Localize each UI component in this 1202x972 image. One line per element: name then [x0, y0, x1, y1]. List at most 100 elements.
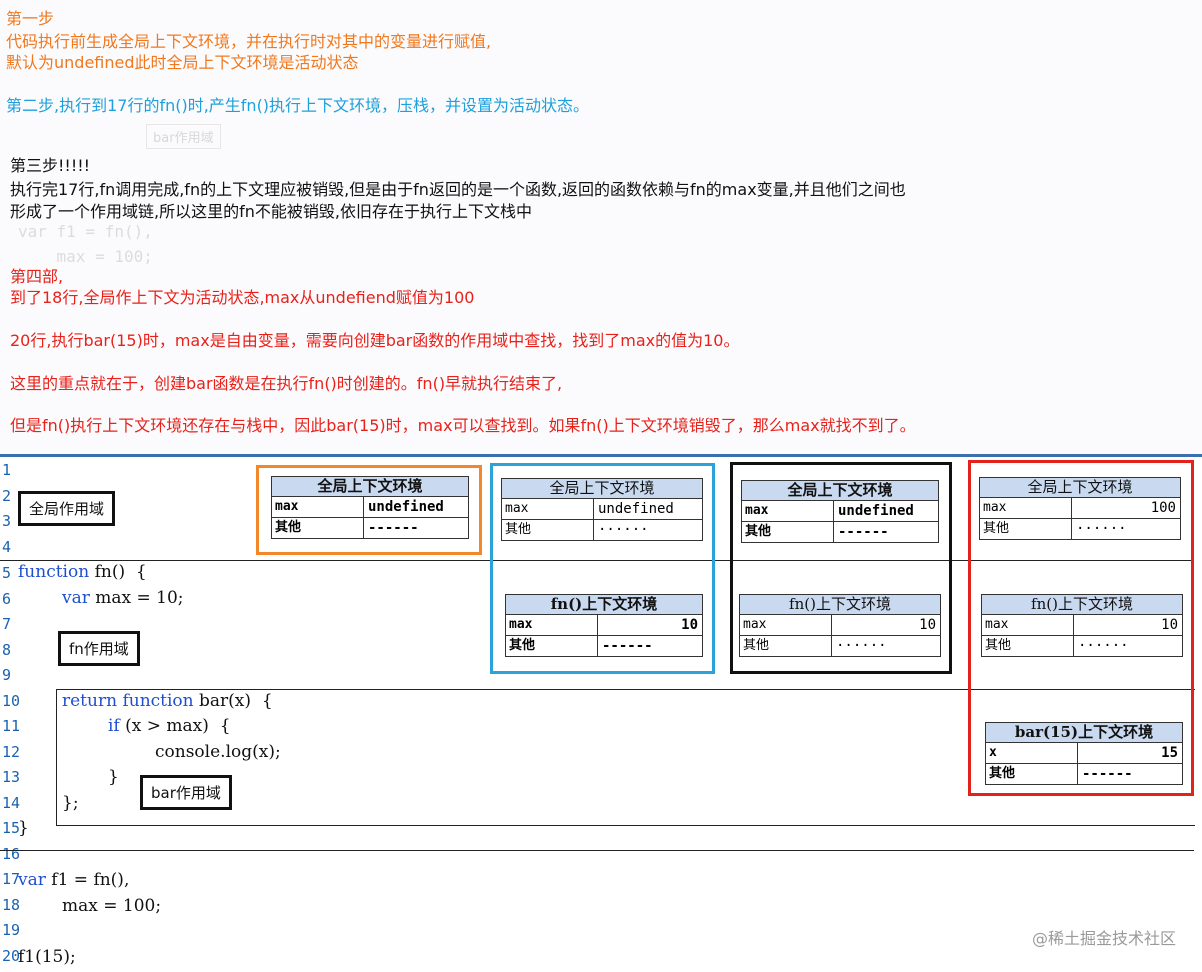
code-line-6: var max = 10;: [62, 588, 184, 608]
line-number: 13: [2, 768, 21, 786]
line-number: 5: [2, 564, 12, 582]
code-keyword: function: [122, 691, 194, 711]
context-key: 其他: [502, 520, 594, 540]
context-key: max: [272, 497, 364, 517]
step3-line2: 形成了一个作用域链,所以这里的fn不能被销毁,依旧存在于执行上下文栈中: [10, 202, 532, 221]
code-line-17: var f1 = fn(),: [18, 870, 129, 890]
code-line-5: function fn() {: [18, 562, 147, 582]
code-text: f1 = fn(),: [45, 870, 130, 890]
code-keyword: var: [62, 588, 90, 608]
context-value: 15: [1161, 745, 1178, 761]
watermark: @稀土掘金技术社区: [1031, 929, 1176, 948]
code-line-15: }: [18, 818, 29, 838]
context-value: 100: [1150, 500, 1176, 516]
code-line-11: if (x > max) {: [108, 716, 231, 736]
code-line-12: console.log(x);: [155, 742, 281, 762]
line-number: 6: [2, 590, 12, 608]
annotation-panel: bar作用域 var f1 = fn(), max = 100; 第一步 代码执…: [0, 0, 1202, 455]
line-number: 8: [2, 641, 12, 659]
ghost-code-line: max = 100;: [18, 247, 153, 266]
step3-line1: 执行完17行,fn调用完成,fn的上下文理应被销毁,但是由于fn返回的是一个函数…: [10, 180, 906, 199]
context-title: fn()上下文环境: [506, 595, 702, 615]
step2-text: 第二步,执行到17行的fn()时,产生fn()执行上下文环境，压栈，并设置为活动…: [6, 96, 590, 115]
context-row: 其他······: [982, 636, 1182, 656]
context-row: 其他------: [272, 518, 468, 538]
code-text: bar(x) {: [193, 691, 273, 711]
step4-line4: 但是fn()执行上下文环境还存在与栈中，因此bar(15)时，max可以查找到。…: [10, 416, 916, 435]
separator-line: [0, 850, 1194, 851]
step1-line1: 代码执行前生成全局上下文环境，并在执行时对其中的变量进行赋值,: [6, 32, 492, 51]
context-title: fn()上下文环境: [982, 595, 1182, 615]
code-text: fn() {: [89, 562, 147, 582]
ghost-bar-scope-label: bar作用域: [146, 124, 221, 149]
step1-title: 第一步: [6, 9, 55, 28]
context-key: 其他: [980, 519, 1072, 539]
code-keyword: var: [18, 870, 46, 890]
context-title: fn()上下文环境: [740, 595, 940, 615]
context-title: 全局上下文环境: [502, 479, 702, 499]
line-number: 20: [2, 947, 21, 965]
step4-line3: 这里的重点就在于，创建bar函数是在执行fn()时创建的。fn()早就执行结束了…: [10, 374, 563, 393]
step3-title: 第三步!!!!!: [10, 156, 91, 175]
context-value: ······: [1076, 521, 1127, 537]
code-text: max = 10;: [89, 588, 184, 608]
context-value: 10: [919, 617, 936, 633]
context-key: max: [982, 615, 1074, 635]
step4-line1: 到了18行,全局作上下文为活动状态,max从undefiend赋值为100: [10, 288, 475, 307]
context-row: 其他------: [742, 522, 938, 542]
context-value: ······: [836, 638, 887, 654]
step1-line2: 默认为undefined此时全局上下文环境是活动状态: [6, 53, 359, 72]
line-number: 9: [2, 666, 12, 684]
line-number: 14: [2, 794, 21, 812]
code-line-20: f1(15);: [18, 947, 76, 967]
step4-title: 第四部,: [10, 267, 64, 286]
context-value: ------: [368, 520, 419, 536]
bar-scope-label: bar作用域: [140, 775, 232, 810]
line-number: 11: [2, 717, 21, 735]
code-line-14: };: [62, 793, 79, 813]
line-number: 10: [2, 692, 21, 710]
code-keyword: function: [18, 562, 90, 582]
context-row: 其他------: [506, 636, 702, 656]
code-text: (x > max) {: [119, 716, 231, 736]
line-number: 18: [2, 896, 21, 914]
context-row: max 10: [982, 615, 1182, 636]
context-key: 其他: [742, 522, 834, 542]
line-number: 12: [2, 743, 21, 761]
line-number: 19: [2, 921, 21, 939]
global-scope-label: 全局作用域: [18, 491, 116, 526]
code-keyword: return: [62, 691, 118, 711]
context-key: max: [506, 615, 598, 635]
context-value: 10: [1161, 617, 1178, 633]
context-value: ------: [838, 524, 889, 540]
context-value: ······: [1078, 638, 1129, 654]
code-diagram-panel: 1 2 3 4 5 6 7 8 9 10 11 12 13 14 15 16 1…: [0, 457, 1202, 972]
context-key: 其他: [982, 636, 1074, 656]
line-number: 16: [2, 845, 21, 863]
line-number: 17: [2, 870, 21, 888]
fn-context-table: fn()上下文环境 max 10 其他······: [981, 594, 1183, 657]
context-key: 其他: [986, 764, 1078, 784]
separator-line: [0, 560, 1194, 561]
context-key: 其他: [506, 636, 598, 656]
context-title: 全局上下文环境: [272, 477, 468, 497]
step4-line2: 20行,执行bar(15)时，max是自由变量，需要向创建bar函数的作用域中查…: [10, 331, 740, 350]
context-key: max: [742, 501, 834, 521]
line-number: 4: [2, 538, 12, 556]
panel-divider: [0, 454, 1202, 457]
line-number: 15: [2, 819, 21, 837]
